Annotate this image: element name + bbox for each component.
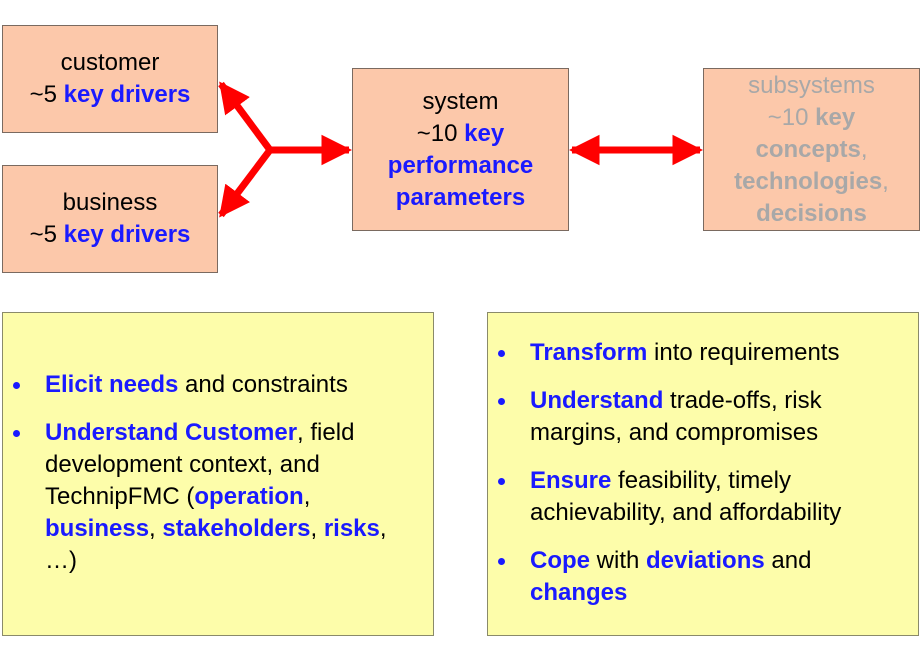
arrow-to-business	[218, 147, 273, 218]
business-drivers: ~5 key drivers	[29, 221, 191, 248]
left-note: Elicit needs and constraints Understand …	[2, 312, 434, 636]
right-note: Transform into requirements Understand t…	[487, 312, 919, 636]
customer-drivers: ~5 key drivers	[29, 81, 191, 108]
list-item: Cope with deviations and changes	[488, 545, 910, 609]
arrow-to-customer	[218, 81, 273, 153]
list-item: Ensure feasibility, timely achievability…	[488, 465, 910, 529]
system-performance: performance	[387, 151, 534, 179]
subsystems-box: subsystems ~10 key concepts, technologie…	[703, 68, 920, 231]
business-title: business	[62, 189, 158, 216]
list-item: Elicit needs and constraints	[3, 369, 425, 401]
business-box: business ~5 key drivers	[2, 165, 218, 273]
left-bullet-list: Elicit needs and constraints Understand …	[3, 369, 425, 577]
customer-title: customer	[60, 49, 160, 76]
subsystems-title: subsystems	[748, 71, 875, 99]
system-title: system	[422, 87, 499, 115]
three-way-arrow	[218, 81, 353, 218]
system-box: system ~10 key performance parameters	[352, 68, 569, 231]
list-item: Transform into requirements	[488, 337, 910, 369]
system-parameters: parameters	[395, 183, 526, 211]
customer-box: customer ~5 key drivers	[2, 25, 218, 133]
list-item: Understand Customer, field development c…	[3, 417, 425, 577]
list-item: Understand trade-offs, risk margins, and…	[488, 385, 910, 449]
right-bullet-list: Transform into requirements Understand t…	[488, 337, 910, 609]
